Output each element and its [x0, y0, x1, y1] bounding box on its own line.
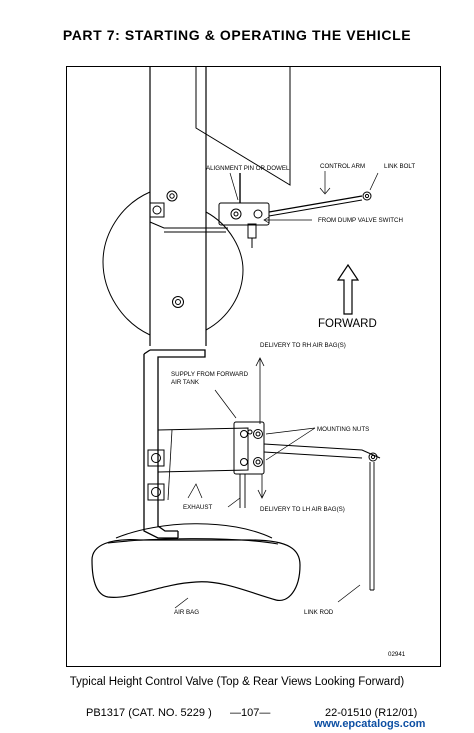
label-delivery-lh: DELIVERY TO LH AIR BAG(S) [260, 506, 345, 513]
footer-page-number: —107— [230, 707, 271, 719]
watermark-link[interactable]: www.epcatalogs.com [313, 718, 427, 730]
label-air-bag: AIR BAG [174, 609, 199, 616]
air-bag [91, 523, 301, 601]
channel-bracket [143, 349, 249, 539]
label-link-rod: LINK ROD [304, 609, 334, 616]
label-link-bolt: LINK BOLT [384, 163, 415, 170]
label-exhaust: EXHAUST [183, 504, 212, 511]
figure-number: 02941 [388, 651, 406, 658]
label-supply-line2: AIR TANK [171, 379, 200, 386]
label-mounting-nuts: MOUNTING NUTS [317, 426, 369, 433]
exhaust-port [239, 474, 246, 508]
footer-catalog-number: PB1317 (CAT. NO. 5229 ) [86, 707, 212, 719]
channel-bolt-upper [147, 449, 165, 467]
valve-body-rear [233, 421, 265, 475]
valve-mount-bracket [149, 221, 228, 229]
label-alignment-pin: ALIGNMENT PIN OR DOWEL [206, 165, 290, 172]
upper-bracket [195, 66, 291, 186]
figure-frame [66, 66, 441, 667]
figure-caption: Typical Height Control Valve (Top & Rear… [69, 676, 405, 688]
link-rod [369, 462, 375, 590]
label-from-dump-valve: FROM DUMP VALVE SWITCH [318, 217, 403, 224]
link-bolt [362, 191, 372, 201]
link-bolt-rear [368, 452, 378, 462]
label-supply-line1: SUPPLY FROM FORWARD [171, 371, 249, 378]
label-control-arm: CONTROL ARM [320, 163, 365, 170]
label-forward: FORWARD [318, 318, 377, 330]
label-delivery-rh: DELIVERY TO RH AIR BAG(S) [260, 342, 346, 349]
valve-body-top [218, 202, 270, 248]
rail-bolt-upper [149, 190, 178, 218]
footer-document-revision: 22-01510 (R12/01) [325, 707, 418, 719]
channel-bolt-lower [147, 483, 165, 501]
page-header: PART 7: STARTING & OPERATING THE VEHICLE [62, 27, 412, 43]
rail-bolt-lower [172, 296, 184, 308]
control-arm [268, 195, 363, 213]
forward-arrow [336, 263, 360, 315]
wheel-disc [102, 191, 151, 336]
